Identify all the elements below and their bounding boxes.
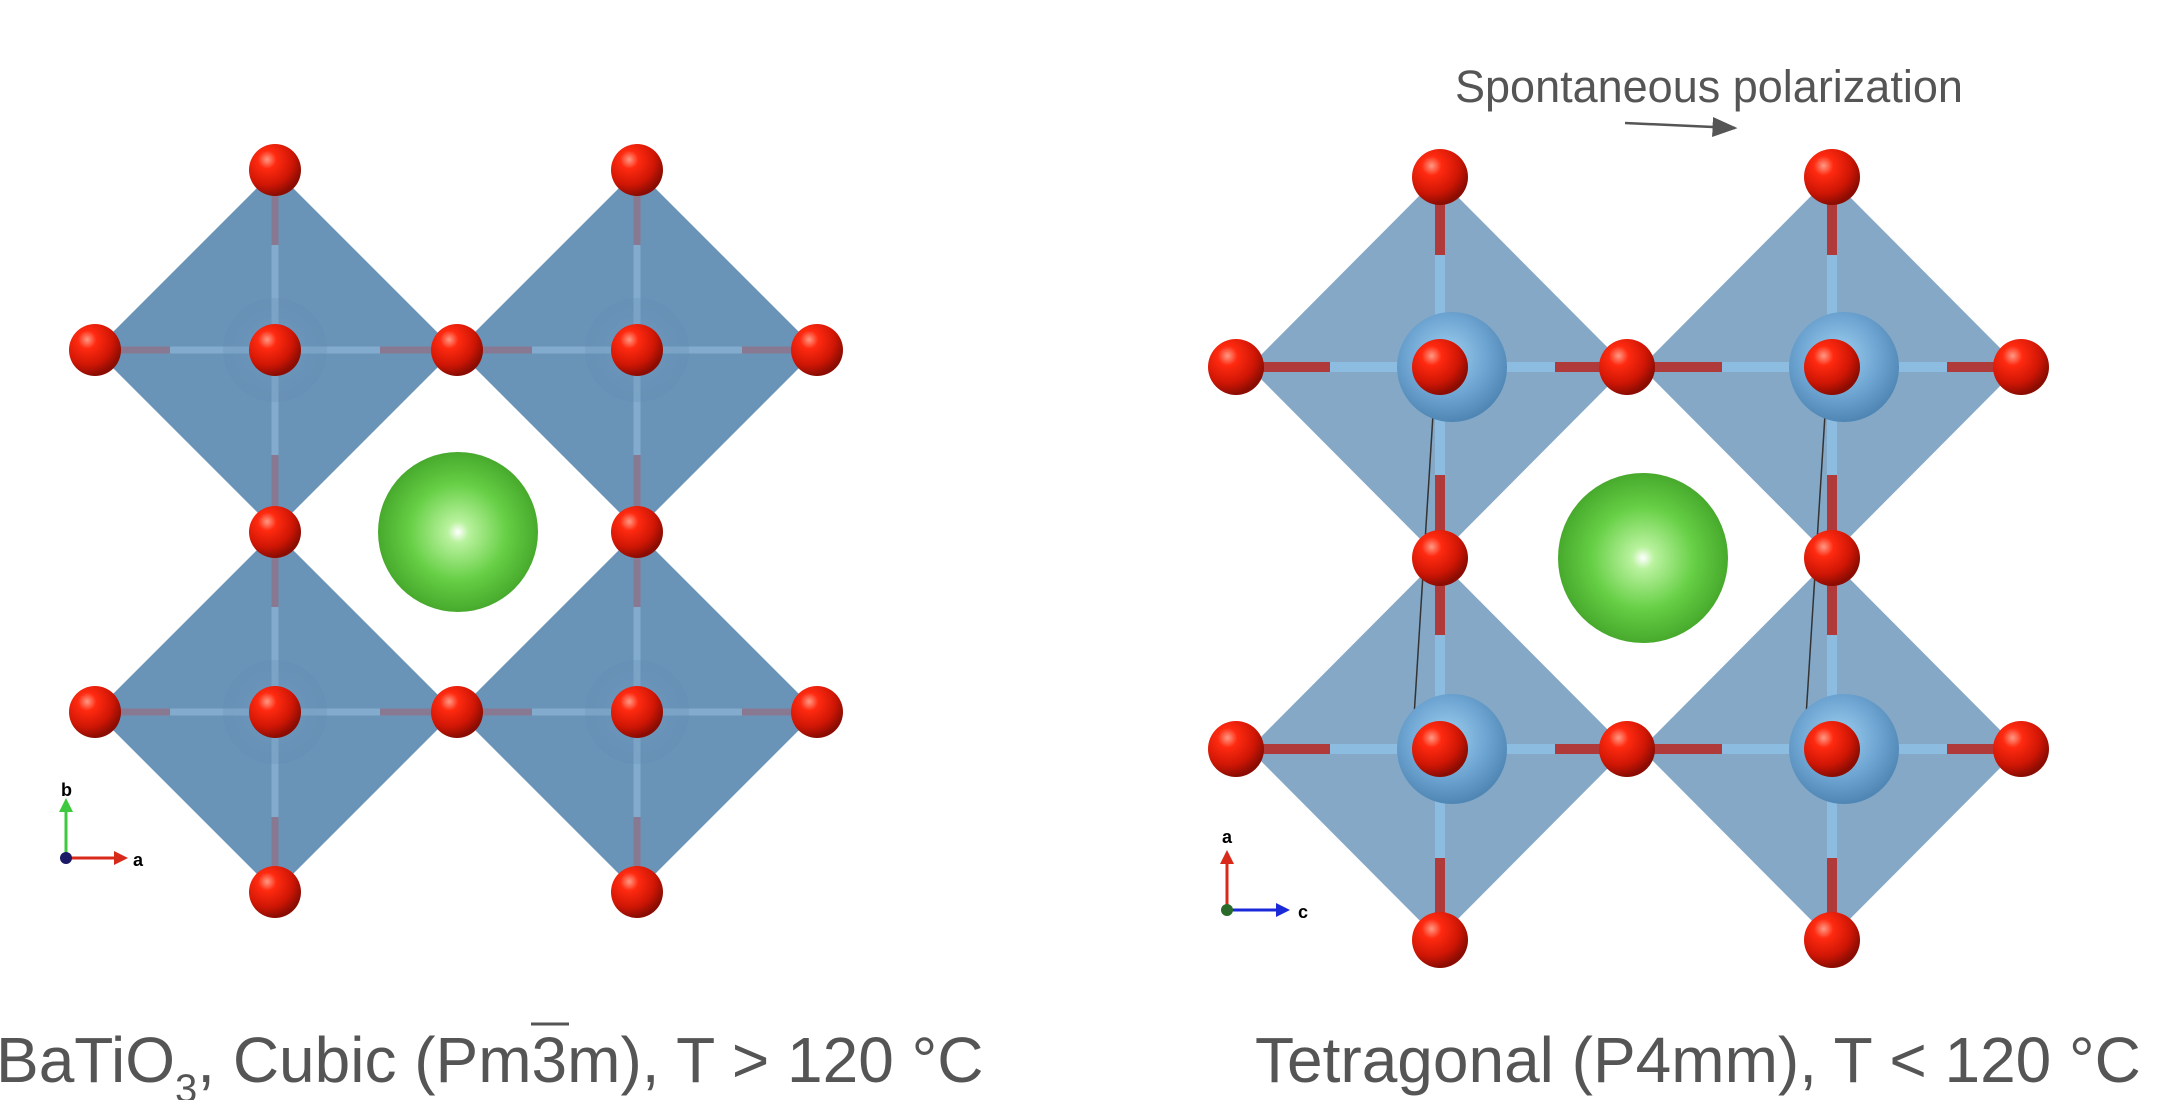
oxygen-atom — [611, 866, 663, 918]
oxygen-atom — [431, 686, 483, 738]
oxygen-atom — [1412, 149, 1468, 205]
oxygen-atom — [611, 144, 663, 196]
cubic-structure — [69, 144, 843, 918]
caption-suffix: m), T > 120 °C — [567, 1024, 983, 1096]
tetragonal-axes-indicator: a c — [1220, 827, 1308, 922]
tetragonal-oxygen-atoms — [1208, 149, 2049, 968]
oxygen-atom — [791, 324, 843, 376]
oxygen-atom — [69, 324, 121, 376]
oxygen-atom — [611, 686, 663, 738]
oxygen-atom — [1208, 721, 1264, 777]
polarization-label: Spontaneous polarization — [1455, 61, 1963, 112]
oxygen-atom — [1412, 530, 1468, 586]
cubic-oxygen-atoms — [69, 144, 843, 918]
oxygen-atom — [249, 866, 301, 918]
polarization-arrow — [1624, 116, 1738, 137]
oxygen-atom — [1804, 339, 1860, 395]
oxygen-atom — [249, 506, 301, 558]
caption-formula: BaTiO — [0, 1024, 175, 1096]
oxygen-atom — [1804, 721, 1860, 777]
axis-c-label: c — [1298, 902, 1308, 922]
barium-atom — [378, 452, 538, 612]
axis-b-label: b — [61, 780, 72, 800]
cubic-axes-indicator: b a — [59, 780, 144, 870]
oxygen-atom — [249, 686, 301, 738]
oxygen-atom — [1804, 912, 1860, 968]
oxygen-atom — [1208, 339, 1264, 395]
oxygen-atom — [249, 324, 301, 376]
oxygen-atom — [431, 324, 483, 376]
oxygen-atom — [1993, 339, 2049, 395]
tetragonal-structure — [1208, 149, 2049, 968]
caption-subscript: 3 — [175, 1067, 197, 1100]
tetragonal-caption: Tetragonal (P4mm), T < 120 °C — [1255, 1024, 2141, 1096]
oxygen-atom — [1804, 149, 1860, 205]
oxygen-atom — [611, 324, 663, 376]
barium-atom — [1558, 473, 1728, 643]
oxygen-atom — [1412, 721, 1468, 777]
oxygen-atom — [1599, 339, 1655, 395]
cubic-caption: BaTiO3, Cubic (Pm3m), T > 120 °C — [0, 1024, 983, 1100]
axis-a-label: a — [133, 850, 144, 870]
oxygen-atom — [249, 144, 301, 196]
oxygen-atom — [1412, 339, 1468, 395]
oxygen-atom — [69, 686, 121, 738]
oxygen-atom — [1412, 912, 1468, 968]
oxygen-atom — [791, 686, 843, 738]
caption-mid: , Cubic (Pm — [197, 1024, 531, 1096]
oxygen-atom — [611, 506, 663, 558]
oxygen-atom — [1804, 530, 1860, 586]
oxygen-atom — [1599, 721, 1655, 777]
caption-overbar-digit: 3 — [532, 1024, 568, 1096]
axis-a-label: a — [1222, 827, 1233, 847]
oxygen-atom — [1993, 721, 2049, 777]
